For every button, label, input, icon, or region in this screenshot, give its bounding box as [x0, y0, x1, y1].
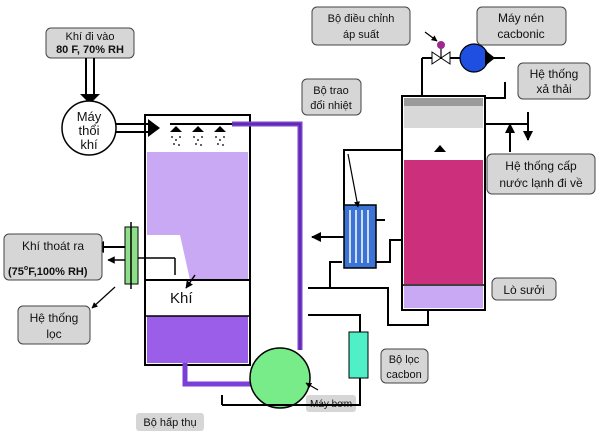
pump-circle	[249, 347, 311, 409]
absorber-lower-liquid	[147, 316, 248, 363]
inlet-gas-arrow	[80, 58, 100, 104]
spray-nozzles	[170, 123, 232, 146]
blower-circle	[61, 100, 117, 156]
absorber-label-box	[136, 413, 204, 431]
pressure-regulator-label-box	[311, 6, 411, 46]
pump: Máy bơm	[249, 347, 356, 412]
heat-exchanger-top-pipe	[343, 149, 402, 210]
boiler-liquid	[404, 160, 483, 284]
gas-filter	[124, 222, 176, 289]
boiler-top-band	[404, 106, 483, 128]
boiler-top-cap	[404, 98, 483, 106]
regulator-knob	[437, 41, 445, 49]
boiler-label-box	[491, 277, 557, 301]
co2-compressor-line2: cacbonic	[497, 27, 544, 41]
carbon-filter-body	[348, 331, 369, 379]
heat-exchanger-line2: đổi nhiệt	[310, 100, 352, 112]
heat-exchanger-label-box	[301, 78, 362, 116]
gas-label: Khí	[170, 290, 193, 307]
absorber-label-group: Bộ hấp thụ	[136, 413, 204, 431]
boiler-label: Lò sưởi	[503, 283, 544, 297]
blower-label-1: Máy	[77, 109, 102, 124]
chilled-water-system: Hệ thống cấp nước lạnh đi về	[485, 112, 596, 195]
blower: Máy thổi khí	[61, 100, 117, 156]
exhaust-system: Hệ thống xả thải	[485, 62, 591, 100]
gas-arrow	[185, 274, 196, 289]
co2-compressor-label-box	[476, 6, 567, 46]
blower-label-2: thổi	[79, 123, 100, 138]
purple-pipe-bottom	[182, 363, 270, 387]
boiler-bottom-liquid	[404, 286, 483, 308]
exhaust-system-line2: xả thải	[536, 82, 571, 96]
pump-outlet-pipe	[222, 378, 361, 406]
carbon-filter-to-absorber-pipe	[308, 314, 361, 332]
boiler-bottom-outlet-pipe	[308, 287, 429, 326]
filter-system-line1: Hệ thống	[30, 311, 79, 325]
carbon-filter-line1: Bộ lọc	[389, 354, 420, 366]
boiler-label-group: Lò sưởi	[491, 277, 557, 301]
carbon-filter: Bộ lọc cacbon	[348, 331, 429, 384]
pump-label-box	[306, 395, 356, 412]
boiler-column	[401, 95, 486, 311]
blower-to-absorber-arrow	[116, 119, 160, 137]
carbon-filter-label-box	[380, 348, 429, 384]
heat-exchanger-body	[343, 204, 377, 269]
inlet-gas-label-box	[45, 27, 135, 59]
exhaust-system-label-box	[517, 62, 591, 100]
absorber-column: Khí	[144, 114, 251, 366]
regulator-valve-right	[440, 51, 451, 65]
exhaust-gas-box: Khí thoát ra (75oF,100% RH)	[3, 233, 103, 281]
chilled-water-label-box	[486, 153, 596, 195]
pump-pointer	[305, 382, 319, 391]
co2-compressor: Máy nén cacbonic	[459, 6, 567, 73]
exhaust-gas-label-box	[3, 233, 103, 281]
chilled-water-line1: Hệ thống cấp	[505, 159, 577, 173]
heat-exchanger-line1: Bộ trao	[313, 85, 348, 97]
filter-system-label-box	[17, 305, 91, 345]
filter-system-box: Hệ thống lọc	[17, 286, 116, 345]
exhaust-system-line1: Hệ thống	[530, 67, 579, 81]
pressure-regulator-line1: Bộ điều chỉnh	[328, 13, 395, 25]
inlet-gas-box: Khí đi vào 80 F, 70% RH	[45, 27, 135, 59]
heat-exchanger-pointer	[347, 153, 360, 208]
exhaust-gas-line2: (75oF,100% RH)	[8, 265, 88, 278]
co2-compressor-line1: Máy nén	[498, 11, 544, 25]
inlet-gas-line2: 80 F, 70% RH	[56, 44, 124, 56]
absorber-label: Bộ hấp thụ	[143, 417, 196, 429]
inlet-gas-line1: Khí đi vào	[66, 31, 115, 43]
compressor-circle	[459, 43, 489, 73]
filter-system-line2: lọc	[46, 327, 61, 341]
boiler-spray-nozzle	[434, 145, 446, 152]
pressure-regulator-line2: áp suất	[343, 29, 379, 41]
heat-exchanger: Bộ trao đổi nhiệt	[301, 78, 402, 289]
pressure-regulator: Bộ điều chỉnh áp suất	[311, 6, 460, 96]
regulator-pointer	[424, 31, 438, 42]
chilled-water-line2: nước lạnh đi về	[499, 176, 583, 190]
exhaust-gas-line1: Khí thoát ra	[22, 239, 84, 253]
regulator-valve-left	[431, 51, 442, 65]
carbon-filter-line2: cacbon	[386, 369, 421, 381]
filter-system-pointer	[91, 286, 116, 309]
blower-label-3: khí	[80, 137, 98, 152]
